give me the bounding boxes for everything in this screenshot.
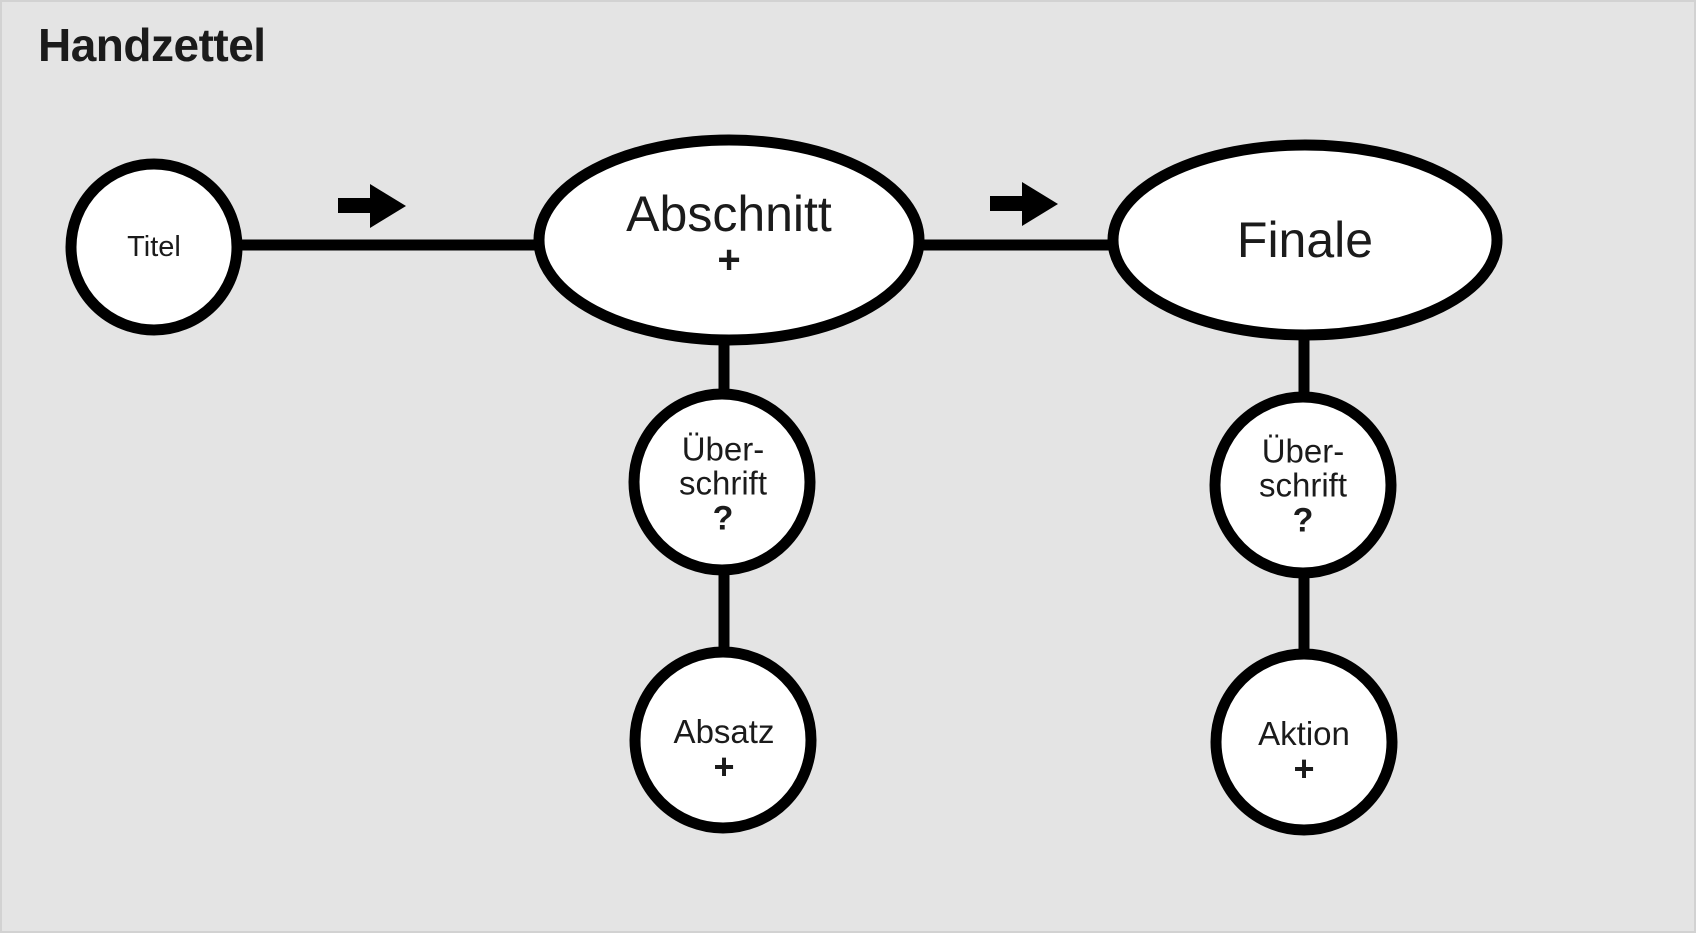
arrow-right-icon bbox=[338, 184, 406, 228]
node-shape-abschnitt[interactable] bbox=[533, 134, 925, 346]
node-shape-absatz[interactable] bbox=[629, 646, 817, 834]
node-shape-ueberschrift-abschnitt[interactable] bbox=[628, 388, 816, 576]
arrow-layer bbox=[338, 182, 1058, 228]
node-shape-aktion[interactable] bbox=[1210, 648, 1398, 836]
page-title: Handzettel bbox=[38, 19, 266, 71]
node-shape-titel[interactable] bbox=[65, 158, 243, 336]
node-shape-ueberschrift-finale[interactable] bbox=[1209, 391, 1397, 579]
node-shape-layer bbox=[65, 134, 1503, 836]
node-shape-finale[interactable] bbox=[1107, 139, 1503, 341]
arrow-right-icon bbox=[990, 182, 1058, 226]
